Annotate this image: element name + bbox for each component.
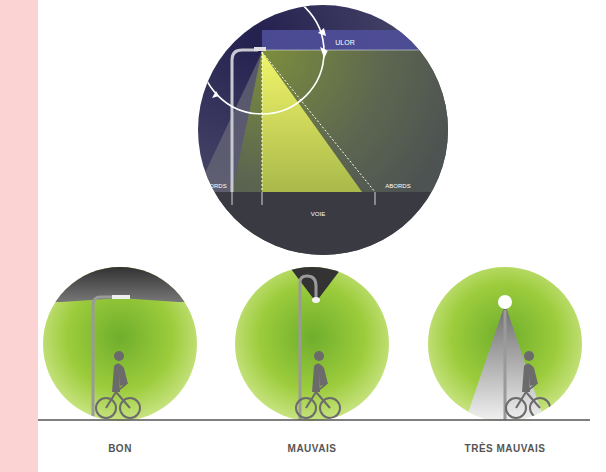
good-luminaire xyxy=(40,265,200,425)
rating-label: MAUVAIS xyxy=(288,444,337,454)
cyclists xyxy=(96,351,550,418)
zone-label: ABORDS xyxy=(385,183,410,189)
ground-line xyxy=(38,419,590,421)
zone-label: VOIE xyxy=(311,211,325,217)
very-bad-luminaire xyxy=(425,265,585,425)
luminaire-diagram xyxy=(190,0,460,262)
cyclist xyxy=(296,351,340,418)
side-band xyxy=(0,0,38,472)
rating-label: BON xyxy=(108,444,132,454)
cyclist xyxy=(506,351,550,418)
rating-label: TRÈS MAUVAIS xyxy=(465,444,546,454)
bad-luminaire xyxy=(232,265,392,425)
zone-label: ABORDS xyxy=(201,183,226,189)
cyclist xyxy=(96,351,140,418)
zone-label: ULOR xyxy=(335,39,354,46)
